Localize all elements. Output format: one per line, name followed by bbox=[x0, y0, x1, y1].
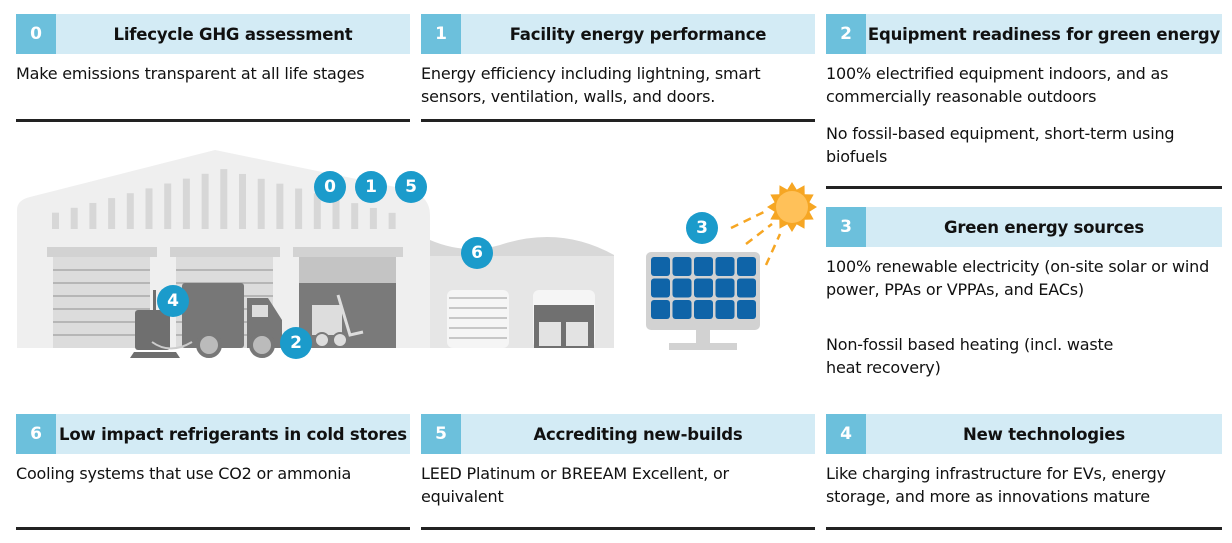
card-new-technologies: 4 New technologies Like charging infrastr… bbox=[826, 414, 1222, 508]
divider bbox=[16, 119, 410, 122]
roof-vent bbox=[295, 188, 303, 229]
card-header: 0 Lifecycle GHG assessment bbox=[16, 14, 410, 54]
badge-1: 1 bbox=[355, 171, 387, 203]
badge-3: 3 bbox=[686, 212, 718, 244]
badge-5: 5 bbox=[395, 171, 427, 203]
solar-cell bbox=[715, 278, 735, 298]
card-text: 100% electrified equipment indoors, and … bbox=[826, 64, 1169, 106]
solar-cell bbox=[737, 257, 756, 276]
card-header: 1 Facility energy performance bbox=[421, 14, 815, 54]
badge-2: 2 bbox=[280, 327, 312, 359]
roof-vent bbox=[313, 193, 321, 229]
roof-vent bbox=[239, 173, 246, 229]
card-number: 0 bbox=[16, 14, 56, 54]
card-header: 5 Accrediting new-builds bbox=[421, 414, 815, 454]
card-facility-energy: 1 Facility energy performance Energy effi… bbox=[421, 14, 815, 108]
solar-cell bbox=[651, 300, 670, 319]
roof-vent bbox=[369, 207, 377, 229]
roof-vent bbox=[126, 193, 134, 229]
card-title: Accrediting new-builds bbox=[533, 424, 743, 444]
solar-cell bbox=[651, 278, 670, 298]
roof-vent bbox=[182, 178, 190, 229]
card-header: 4 New technologies bbox=[826, 414, 1222, 454]
card-text: Make emissions transparent at all life s… bbox=[16, 64, 365, 83]
roof-vent bbox=[220, 169, 228, 229]
divider bbox=[16, 527, 410, 530]
card-number: 4 bbox=[826, 414, 866, 454]
roof-vent bbox=[108, 198, 116, 229]
truck bbox=[182, 283, 282, 358]
solar-panel bbox=[646, 252, 760, 350]
roof-vent bbox=[257, 178, 265, 229]
roof-vent bbox=[89, 202, 97, 229]
card-text: LEED Platinum or BREEAM Excellent, or eq… bbox=[421, 464, 729, 506]
card-title: Equipment readiness for green energy bbox=[867, 24, 1221, 44]
roof-vent bbox=[145, 188, 153, 229]
card-number: 1 bbox=[421, 14, 461, 54]
ev-charger bbox=[130, 290, 193, 358]
card-title: Facility energy performance bbox=[509, 24, 767, 44]
card-text: Like charging infrastructure for EVs, en… bbox=[826, 464, 1166, 506]
card-lifecycle-ghg: 0 Lifecycle GHG assessment Make emissions… bbox=[16, 14, 410, 85]
solar-cell bbox=[694, 300, 713, 319]
badge-0: 0 bbox=[314, 171, 346, 203]
roof-vent bbox=[351, 203, 359, 229]
divider bbox=[826, 186, 1222, 189]
card-header: 3 Green energy sources bbox=[826, 207, 1222, 247]
solar-cell bbox=[715, 300, 735, 319]
solar-cell bbox=[737, 278, 756, 298]
solar-cell bbox=[715, 257, 735, 276]
solar-cell bbox=[672, 300, 692, 319]
roof-vent bbox=[332, 198, 340, 229]
roof-vent bbox=[70, 207, 78, 229]
card-title: Green energy sources bbox=[944, 217, 1144, 237]
solar-cell bbox=[651, 257, 670, 276]
forklift bbox=[312, 294, 364, 348]
card-new-builds: 5 Accrediting new-builds LEED Platinum or… bbox=[421, 414, 815, 508]
cold-store-building bbox=[430, 237, 614, 348]
divider bbox=[826, 527, 1222, 530]
divider bbox=[421, 119, 815, 122]
solar-cell bbox=[737, 300, 756, 319]
solar-cell bbox=[672, 257, 692, 276]
card-text: 100% renewable electricity (on-site sola… bbox=[826, 257, 1210, 299]
card-title: Low impact refrigerants in cold stores bbox=[59, 424, 407, 444]
card-number: 3 bbox=[826, 207, 866, 247]
roof-vent bbox=[201, 173, 209, 229]
solar-cell bbox=[672, 278, 692, 298]
roof-vent bbox=[164, 183, 172, 229]
divider bbox=[421, 527, 815, 530]
card-text: Energy efficiency including lightning, s… bbox=[421, 64, 761, 106]
card-number: 6 bbox=[16, 414, 56, 454]
card-number: 2 bbox=[826, 14, 866, 54]
card-text: Cooling systems that use CO2 or ammonia bbox=[16, 464, 352, 483]
card-title: Lifecycle GHG assessment bbox=[113, 24, 353, 44]
sun-icon bbox=[730, 182, 817, 266]
card-green-energy: 3 Green energy sources 100% renewable ele… bbox=[826, 207, 1222, 379]
badge-6: 6 bbox=[461, 237, 493, 269]
solar-cell bbox=[694, 257, 713, 276]
badge-4: 4 bbox=[157, 285, 189, 317]
roof-vent bbox=[276, 183, 284, 229]
card-text: No fossil-based equipment, short-term us… bbox=[826, 124, 1175, 166]
card-text: Non-fossil based heating (incl. waste he… bbox=[826, 335, 1114, 377]
roof-vent bbox=[52, 212, 59, 229]
roof-vent bbox=[388, 212, 396, 229]
card-number: 5 bbox=[421, 414, 461, 454]
solar-cell bbox=[694, 278, 713, 298]
card-title: New technologies bbox=[963, 424, 1125, 444]
